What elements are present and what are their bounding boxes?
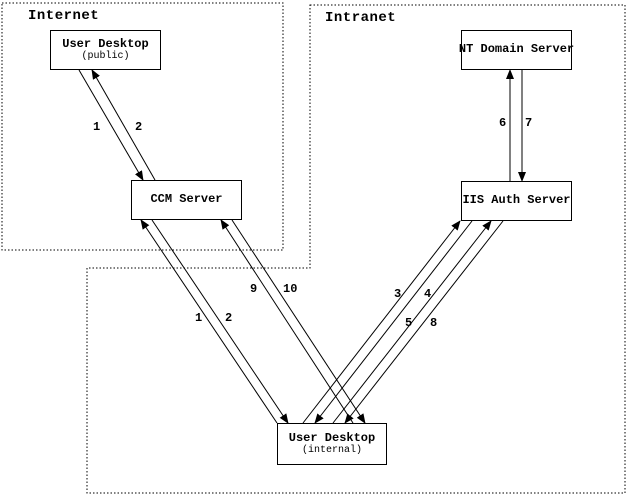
flow-label-1-internal: 1 xyxy=(195,311,203,325)
flow-label-3: 3 xyxy=(394,287,402,301)
flow-label-10: 10 xyxy=(283,282,298,296)
node-user-desktop-internal: User Desktop (internal) xyxy=(277,423,387,465)
node-ccm-server: CCM Server xyxy=(131,180,242,220)
flow-label-1-public: 1 xyxy=(93,120,101,134)
node-title: User Desktop xyxy=(288,430,376,445)
flow-label-6: 6 xyxy=(499,116,507,130)
internet-zone-label: Internet xyxy=(28,8,100,24)
flow-line-3-internal-to-iis xyxy=(302,220,461,424)
flow-line-8-iis-to-internal xyxy=(344,220,504,424)
flow-line-5-internal-to-iis xyxy=(332,220,492,424)
node-subtitle: (internal) xyxy=(301,445,362,457)
flow-line-10-ccm-to-internal xyxy=(231,219,366,424)
node-user-desktop-public: User Desktop (public) xyxy=(50,30,161,70)
flow-label-5: 5 xyxy=(405,316,413,330)
node-nt-domain-server: NT Domain Server xyxy=(458,30,575,70)
node-subtitle: (public) xyxy=(81,51,130,63)
flow-line-2-ccm-to-internal xyxy=(151,219,289,424)
flow-line-1-internal-to-ccm xyxy=(140,219,278,424)
intranet-zone-label: Intranet xyxy=(325,10,397,26)
node-title: NT Domain Server xyxy=(458,42,575,57)
flow-label-7: 7 xyxy=(525,116,533,130)
node-title: User Desktop xyxy=(62,36,149,51)
flow-label-4: 4 xyxy=(424,287,432,301)
node-iis-auth-server: IIS Auth Server xyxy=(461,181,572,221)
flow-line-1-public-to-ccm xyxy=(78,69,144,181)
node-title: IIS Auth Server xyxy=(462,193,571,208)
flow-label-8: 8 xyxy=(430,316,438,330)
internet-zone-border xyxy=(1,2,284,251)
flow-label-2-internal: 2 xyxy=(225,311,233,325)
flow-line-2-ccm-to-public xyxy=(91,69,156,181)
flow-label-2-public: 2 xyxy=(135,120,143,134)
flow-line-4-iis-to-internal xyxy=(314,220,473,424)
node-title: CCM Server xyxy=(150,192,223,207)
flow-label-9: 9 xyxy=(250,282,258,296)
flow-line-9-internal-to-ccm xyxy=(220,219,354,424)
intranet-zone-border xyxy=(86,4,626,494)
